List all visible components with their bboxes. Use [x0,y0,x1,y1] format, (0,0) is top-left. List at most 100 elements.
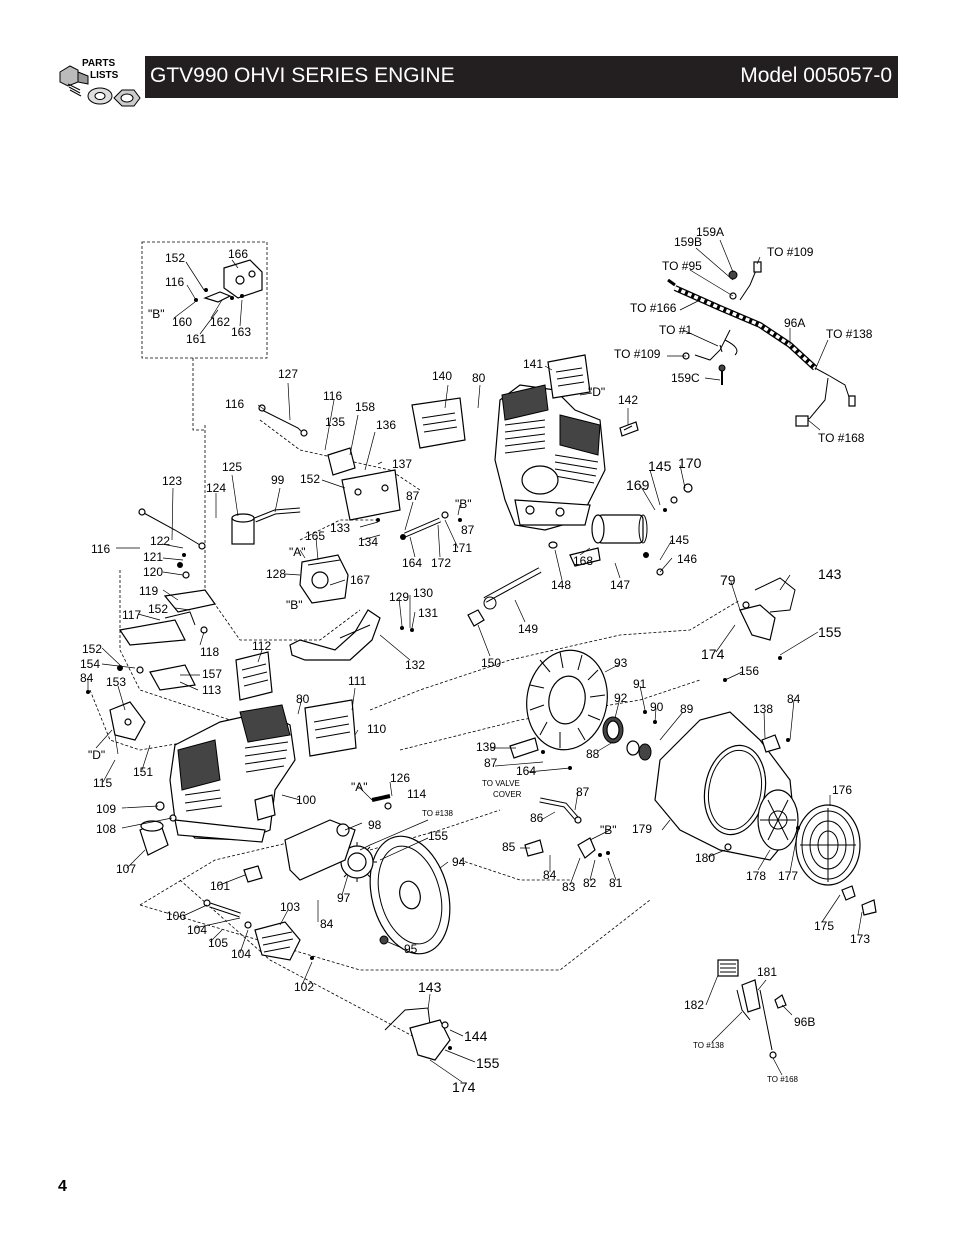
callout-84-c: 84 [543,868,557,882]
callout-171: 171 [452,541,472,555]
parts-lists-logo: PARTS LISTS [59,58,141,107]
callout-to-138-b: TO #138 [422,809,454,818]
washer-icon [87,87,113,105]
callout-A: "A" [289,545,306,559]
engine-lower [169,704,296,843]
callout-86: 86 [530,811,544,825]
callout-158: 158 [355,400,375,414]
page-number: 4 [58,1178,67,1195]
leader-lines [87,239,863,1083]
valve-cover-141 [547,354,591,399]
callout-B: "B" [148,307,165,321]
rotating-screen-178 [757,789,799,851]
callout-98: 98 [368,818,382,832]
model-number: Model 005057-0 [740,64,892,87]
intake-manifold-132 [289,609,381,661]
callout-80: 80 [472,371,486,385]
callout-B-2: "B" [455,497,472,511]
governor-arm-119 [117,553,217,691]
callout-B-3: "B" [286,598,303,612]
callout-103: 103 [280,900,300,914]
callout-164: 164 [402,556,422,570]
logo-text-lists: LISTS [90,70,119,81]
callout-152-c: 152 [148,602,168,616]
callout-96A: 96A [784,316,805,330]
callout-89: 89 [680,702,694,716]
callout-167: 167 [350,573,370,587]
callout-122: 122 [150,534,170,548]
callout-134: 134 [358,535,378,549]
callout-143-b: 143 [418,979,442,995]
callout-113: 113 [202,683,221,697]
callout-160: 160 [172,315,192,329]
callout-164-b: 164 [516,764,536,778]
callout-to-valve-cover-line-2: COVER [493,790,522,799]
callout-to-168: TO #168 [818,431,865,445]
nut-icon [113,89,141,107]
callout-93: 93 [614,656,628,670]
inset-carb-linkage [194,259,263,303]
callout-155-b: 155 [428,829,448,843]
callout-107: 107 [116,862,136,876]
callout-169: 169 [626,477,650,493]
callout-131: 131 [418,606,438,620]
callout-to-1: TO #1 [659,323,692,337]
callout-81: 81 [609,876,623,890]
callout-115: 115 [93,776,112,790]
wiring-harness-96A [667,261,856,427]
callout-170: 170 [678,455,702,471]
callout-87: 87 [406,489,420,503]
guard-176 [795,804,861,886]
callout-99: 99 [271,473,285,487]
spark-plug-142 [619,421,639,437]
callout-145: 145 [648,458,672,474]
callout-95: 95 [404,942,418,956]
bolt-icon [59,65,89,97]
callout-to-109-b: TO #109 [614,347,661,361]
callout-87-c: 87 [484,756,498,770]
stator-97 [337,842,377,882]
callout-147: 147 [610,578,630,592]
callout-to-168-b: TO #168 [767,1075,799,1084]
callout-106: 106 [166,909,186,923]
callout-154: 154 [80,657,100,671]
callout-to-valve-cover-line-1: TO VALVE [482,779,520,788]
callout-175: 175 [814,919,834,933]
regulator-182 [717,959,787,1059]
callout-174: 174 [701,646,725,662]
callout-153: 153 [106,675,126,689]
callout-151: 151 [133,765,153,779]
callout-168: 168 [573,554,593,568]
callout-91: 91 [633,677,647,691]
callout-121: 121 [143,550,163,564]
governor-rod-123 [138,508,206,550]
callout-163: 163 [231,325,251,339]
callout-157: 157 [202,667,222,681]
callout-139: 139 [476,740,496,754]
flywheel-fan-93 [526,649,608,751]
backplate-98 [284,819,356,881]
callout-to-109: TO #109 [767,245,814,259]
callout-82: 82 [583,876,597,890]
callout-174-b: 174 [452,1079,476,1095]
callout-136: 136 [376,418,396,432]
callout-145-b: 145 [669,533,689,547]
callout-172: 172 [431,556,451,570]
callout-to-166: TO #166 [630,301,677,315]
callout-178: 178 [746,869,766,883]
callout-D: "D" [588,385,605,399]
fan-hardware [509,710,657,770]
throttle-rod-127 [258,404,308,437]
flywheel-94 [369,835,451,955]
control-bracket-upper [739,577,796,660]
callout-135: 135 [325,415,345,429]
callout-144: 144 [464,1028,488,1044]
callout-87-d: 87 [576,785,590,799]
callout-84: 84 [80,671,94,685]
callout-110: 110 [367,722,386,736]
callout-155: 155 [818,624,842,640]
callout-117: 117 [122,608,141,622]
callout-143: 143 [818,566,842,582]
callout-100: 100 [296,793,316,807]
